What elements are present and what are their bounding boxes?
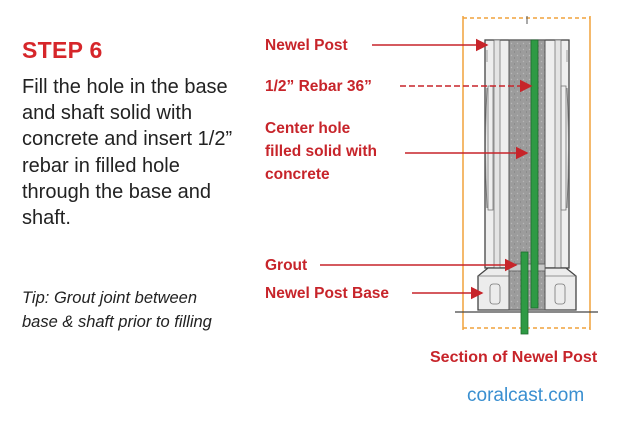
rebar	[520, 39, 539, 335]
callout-newel-post: Newel Post	[265, 37, 348, 54]
callout-center-hole-line-1: Center hole	[265, 120, 351, 137]
instructions-text: Fill the hole in the base and shaft soli…	[22, 76, 233, 230]
tip-text: Tip: Grout joint between base & shaft pr…	[22, 289, 212, 331]
website-link[interactable]: coralcast.com	[467, 385, 585, 406]
callout-grout: Grout	[265, 257, 308, 274]
callout-newel-post-base: Newel Post Base	[265, 285, 390, 302]
callout-center-hole-line-3: concrete	[265, 166, 330, 183]
callout-arrows	[320, 38, 533, 300]
step-title: STEP 6	[22, 37, 103, 63]
callout-center-hole-line-2: filled solid with	[265, 143, 377, 160]
diagram-caption: Section of Newel Post	[430, 349, 598, 366]
callout-rebar: 1/2” Rebar 36”	[265, 78, 372, 95]
